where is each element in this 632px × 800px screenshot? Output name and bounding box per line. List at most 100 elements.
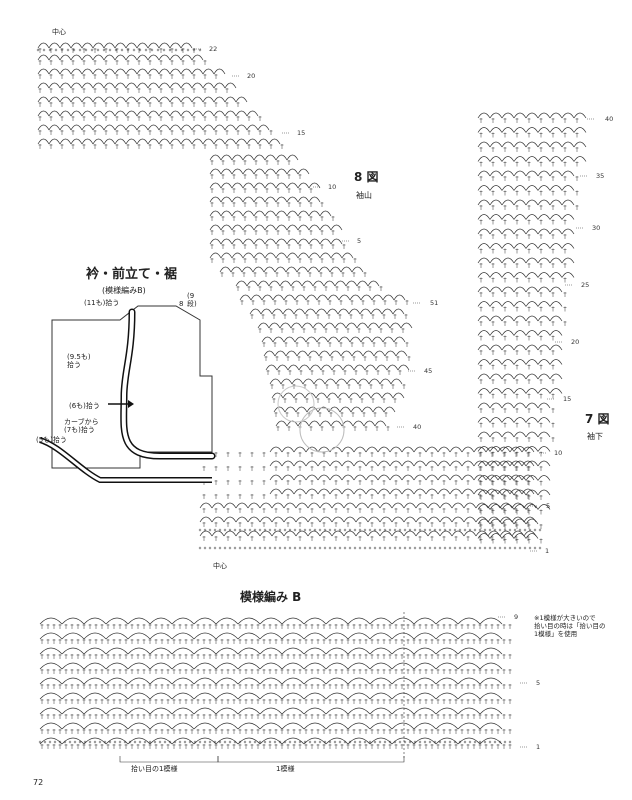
row-number: 20 — [247, 72, 256, 80]
stitch-post-row — [479, 509, 543, 515]
pattern-b-repeat: 1模様 — [276, 765, 295, 773]
collar-label-9rows: (9 段) — [187, 292, 197, 308]
stitch-post-row — [258, 328, 405, 333]
stitch-post-row — [479, 408, 555, 413]
stitch-arch-row — [269, 474, 535, 481]
stitch-arch-row — [37, 110, 259, 117]
stitch-post-row — [479, 524, 543, 529]
stitch-post-row — [38, 144, 284, 149]
collar-subtitle: (模様編みB) — [102, 286, 146, 295]
stitch-post-row — [479, 466, 543, 471]
stitch-arch-row — [37, 54, 204, 61]
stitch-arch-row — [477, 301, 563, 307]
stitch-arch-row — [37, 68, 226, 75]
stitch-arch-row — [269, 460, 535, 467]
pattern-b-repeat-pick: 拾い目の1模様 — [131, 765, 178, 773]
stitch-arch-row — [477, 127, 587, 133]
stitch-chain-row — [198, 546, 542, 550]
stitch-arch-row — [39, 707, 503, 715]
stitch-arch-row — [477, 199, 575, 206]
stitch-post-row — [210, 174, 302, 179]
stitch-post-row — [210, 188, 313, 193]
stitch-post-row — [479, 495, 543, 500]
row-number: 45 — [424, 367, 433, 375]
stitch-arch-row — [477, 214, 575, 220]
figure-7-subtitle: 袖下 — [587, 432, 603, 441]
stitch-post-row — [202, 494, 530, 499]
stitch-arch-row — [235, 280, 380, 287]
stitch-post-row — [40, 654, 512, 659]
stitch-post-row — [202, 466, 530, 471]
stitch-post-row — [240, 300, 409, 305]
stitch-post-row — [38, 116, 262, 121]
stitch-post-row — [262, 342, 409, 347]
stitch-post-row — [40, 714, 512, 719]
stitch-post-row — [479, 393, 555, 399]
stitch-arch-row — [219, 266, 364, 273]
collar-label-8: 8 — [179, 300, 184, 308]
stitch-arch-row — [477, 533, 539, 539]
stitch-arch-row — [209, 252, 354, 259]
stitch-post-row — [479, 480, 543, 486]
row-number: 5 — [536, 679, 541, 687]
stitch-post-row — [479, 190, 579, 196]
stitch-post-row — [210, 202, 324, 207]
stitch-arch-row — [269, 446, 535, 453]
stitch-post-row — [272, 398, 397, 403]
hem-band-inner — [39, 438, 212, 482]
stitch-post-row — [479, 437, 555, 442]
stitch-post-row — [40, 729, 512, 734]
watermark-yarn-icon — [299, 407, 345, 453]
stitch-post-row — [40, 669, 512, 674]
stitch-post-row — [38, 102, 240, 107]
stitch-arch-row — [477, 417, 551, 423]
stitch-arch-row — [39, 647, 503, 655]
stitch-post-row — [40, 639, 512, 644]
figure-8-subtitle: 袖山 — [356, 191, 372, 200]
row-number: 15 — [563, 395, 572, 403]
stitch-post-row — [479, 205, 579, 210]
stitch-arch-row — [257, 322, 413, 329]
stitch-post-row — [40, 699, 512, 704]
stitch-post-row — [38, 74, 218, 79]
stitch-post-row — [479, 379, 555, 384]
vest-outline — [51, 305, 213, 469]
stitch-post-row — [479, 451, 543, 457]
stitch-arch-row — [209, 168, 310, 175]
stitch-post-row — [38, 130, 273, 135]
stitch-post-row — [479, 321, 567, 326]
stitch-arch-row — [209, 238, 343, 245]
stitch-arch-row — [39, 617, 503, 625]
stitch-arch-row — [477, 286, 563, 293]
row-number: 35 — [596, 172, 605, 180]
stitch-arch-row — [39, 722, 503, 730]
collar-label-6: (6も)拾う — [69, 402, 100, 410]
stitch-post-row — [479, 147, 579, 152]
stitch-post-row — [236, 286, 383, 291]
stitch-arch-row — [477, 344, 563, 351]
stitch-post-row — [274, 412, 388, 417]
front-band — [120, 308, 216, 460]
stitch-arch-row — [263, 350, 408, 357]
stitch-arch-row — [39, 737, 503, 745]
stitch-post-row — [40, 744, 512, 749]
stitch-arch-row — [209, 196, 321, 203]
stitch-arch-row — [477, 489, 551, 496]
stitch-arch-row — [39, 692, 503, 700]
stitch-post-row — [479, 132, 579, 138]
row-number: 51 — [430, 299, 439, 307]
bottom-center-label: 中心 — [213, 562, 227, 570]
stitch-arch-row — [477, 518, 539, 525]
stitch-arch-row — [249, 308, 405, 315]
stitch-arch-row — [209, 210, 332, 217]
stitch-arch-row — [209, 224, 343, 231]
stitch-arch-row — [477, 373, 563, 380]
page-number: 72 — [33, 778, 44, 787]
stitch-post-row — [266, 370, 402, 375]
arrow-head-icon — [128, 400, 134, 408]
stitch-post-row — [479, 161, 579, 167]
row-number: 30 — [592, 224, 601, 232]
stitch-post-row — [40, 684, 512, 689]
stitch-arch-row — [209, 182, 321, 189]
